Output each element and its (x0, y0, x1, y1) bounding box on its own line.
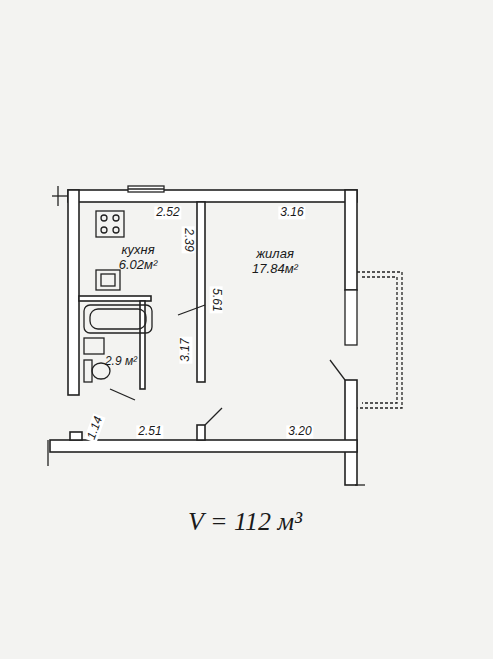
room-label: 17.84м² (252, 262, 298, 277)
volume-caption: V = 112 м³ (188, 507, 302, 537)
dimension-label: 3.20 (286, 425, 313, 438)
dimension-label: 2.51 (136, 425, 163, 438)
room-label: 2.9 м² (105, 355, 137, 369)
dimension-label: 3.16 (278, 206, 305, 219)
room-label: 6.02м² (119, 258, 158, 273)
room-area: жилая17.84м² (210, 242, 340, 282)
dimension-label: 3.17 (179, 336, 192, 363)
room-label: жилая (256, 247, 294, 262)
room-area: кухня6.02м² (82, 238, 194, 278)
room-area: 2.9 м² (104, 338, 138, 386)
dimension-label: 2.39 (181, 226, 194, 253)
dimension-label: 2.52 (154, 206, 181, 219)
room-label: кухня (121, 243, 154, 258)
dimension-label: 5.61 (209, 286, 222, 313)
